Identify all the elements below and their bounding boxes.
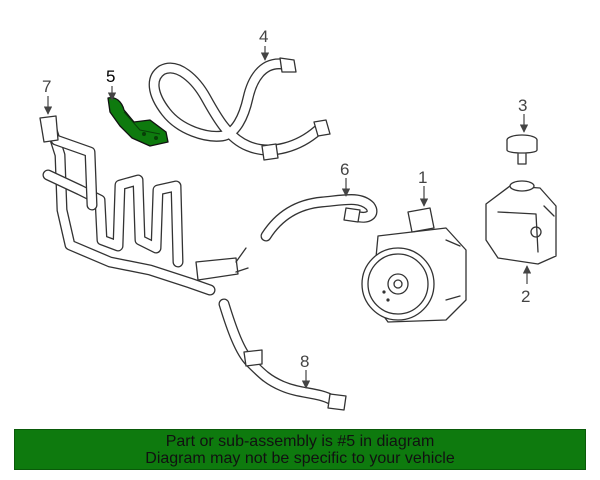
part-8-lower-hose[interactable] [218, 298, 347, 411]
callout-8: 8 [300, 352, 309, 371]
part-6-return-hose[interactable] [260, 194, 378, 242]
part-7-cooler-tubes[interactable] [39, 115, 249, 296]
callout-3: 3 [518, 96, 527, 115]
banner-line-1: Part or sub-assembly is #5 in diagram [165, 433, 435, 450]
callout-7: 7 [42, 77, 51, 96]
callout-1: 1 [418, 168, 427, 187]
part-1-steering-pump[interactable] [361, 207, 467, 323]
part-4-pressure-hose[interactable] [148, 57, 331, 161]
callout-6: 6 [340, 160, 349, 179]
callout-4: 4 [259, 27, 268, 46]
parts-diagram: 7 5 4 6 1 3 2 8 [39, 27, 557, 411]
info-banner: Part or sub-assembly is #5 in diagram Di… [14, 429, 586, 470]
leader-arrows [43, 46, 532, 389]
part-2-reservoir[interactable] [485, 180, 557, 265]
callout-2: 2 [521, 287, 530, 306]
callout-5: 5 [106, 67, 115, 86]
part-3-reservoir-cap[interactable] [506, 134, 538, 165]
banner-line-2: Diagram may not be specific to your vehi… [145, 450, 455, 467]
